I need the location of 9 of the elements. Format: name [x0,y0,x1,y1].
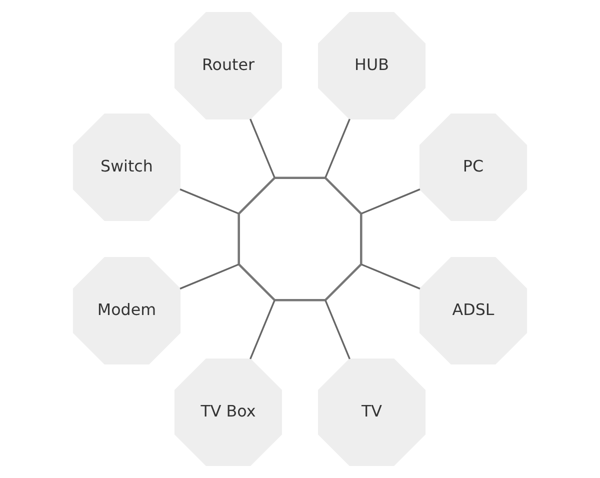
connector [324,300,350,360]
connector [361,188,420,214]
connector [250,300,276,360]
node-octagon [238,176,362,302]
connector [250,118,276,178]
connector [324,118,350,178]
connector [180,188,239,214]
connector [361,264,420,290]
connector [180,264,239,290]
